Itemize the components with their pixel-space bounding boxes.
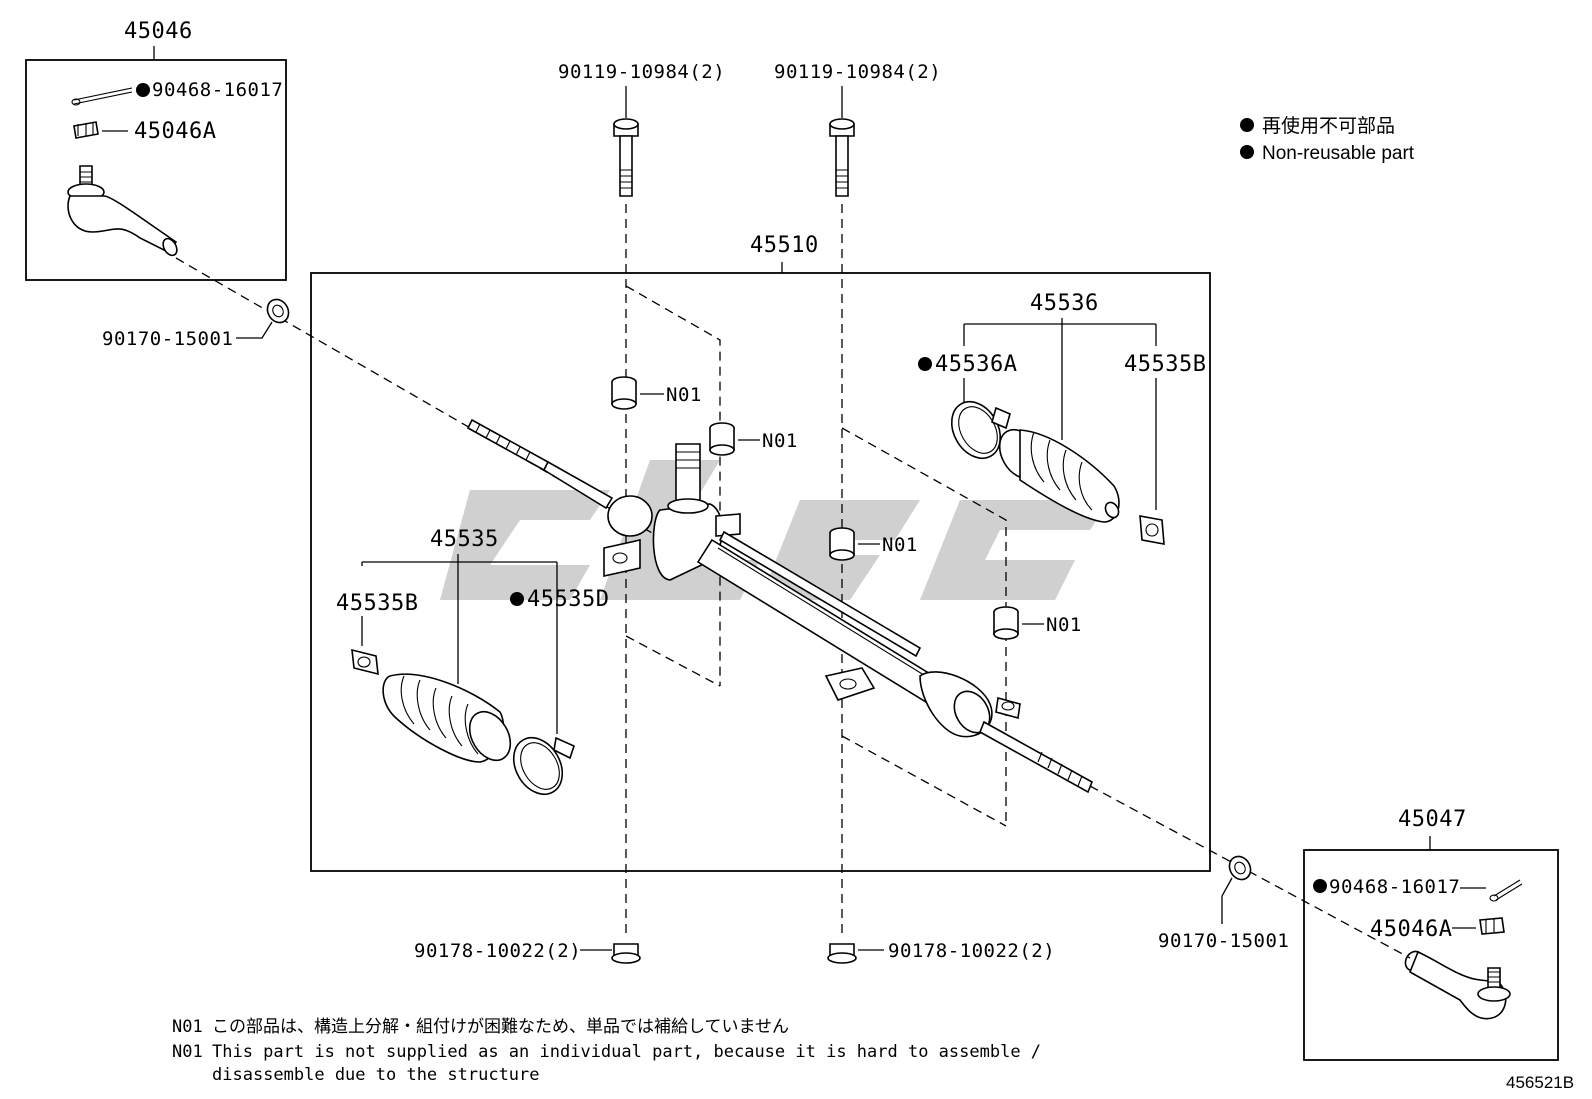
nut-rh [1479,917,1505,935]
tie-end-lh-title: 45046 [124,19,193,44]
boot-rh-clamp-label: 45536A [935,352,1017,377]
lock-nut-left [266,298,290,324]
boot-lh-clip-label: 45535B [336,591,418,616]
assembly-box [310,272,1211,872]
bushing-1-label: N01 [666,384,702,406]
lock-nut-left-label: 90170-15001 [102,328,233,350]
diagram-id: 456521B [1506,1073,1574,1092]
boot-lh-clamp [512,736,575,796]
non-reusable-dot [918,357,932,371]
nut-rh-label: 45046A [1370,917,1452,942]
assembly-label: 45510 [750,233,819,258]
flange-nut-left [611,943,641,964]
note-jp: この部品は、構造上分解・組付けが困難なため、単品では補給していません [212,1017,789,1037]
bushing-2 [709,422,735,456]
legend: 再使用不可部品 Non-reusable part [1240,115,1415,164]
boot-lh-clamp-label: 45535D [527,587,609,612]
lock-nut-right [1228,855,1252,881]
boot-rh-set-label: 45536 [1030,291,1099,316]
nut-bottom-right-label: 90178-10022(2) [888,940,1055,962]
non-reusable-dot [1313,879,1327,893]
boot-rh-clamp [950,400,1011,460]
nut-lh [73,121,99,139]
boot-lh-set-label: 45535 [430,527,499,552]
nut-bottom-left-label: 90178-10022(2) [414,940,581,962]
cotter-pin-rh-label: 90468-16017 [1329,876,1460,898]
cotter-pin-lh-label: 90468-16017 [152,79,283,101]
boot-rh [998,428,1120,523]
bushing-4-label: N01 [1046,614,1082,636]
tie-end-rh-box [1303,849,1559,1061]
boot-rh-clip [1139,515,1165,545]
non-reusable-dot [136,83,150,97]
steering-rack [466,418,1094,794]
non-reusable-dot [510,592,524,606]
bolt-right-label: 90119-10984(2) [774,61,941,83]
note-en-line1: This part is not supplied as an individu… [212,1042,1041,1062]
tie-end-rh-title: 45047 [1398,807,1467,832]
bolt-right [829,118,855,197]
note-code-en: N01 [172,1042,203,1062]
cotter-pin-lh [71,87,133,106]
bushing-3 [829,527,855,561]
flange-nut-right [827,943,857,964]
bushing-4 [993,606,1019,640]
legend-jp: 再使用不可部品 [1262,115,1395,137]
tie-rod-end-lh [67,165,178,257]
bushing-3-label: N01 [882,534,918,556]
legend-en: Non-reusable part [1262,143,1415,164]
boot-lh-clip [351,648,379,676]
nut-lh-label: 45046A [134,119,216,144]
tie-rod-end-rh [1404,950,1511,1020]
bushing-1 [611,376,637,410]
bolt-left [613,118,639,197]
lock-nut-right-label: 90170-15001 [1158,930,1289,952]
tie-end-lh-box [25,59,287,281]
bushing-2-label: N01 [762,430,798,452]
boot-lh [382,673,512,763]
boot-rh-clip-label: 45535B [1124,352,1206,377]
cotter-pin-rh [1489,879,1523,902]
note-en-line2: disassemble due to the structure [212,1065,540,1085]
bolt-left-label: 90119-10984(2) [558,61,725,83]
note-code-jp: N01 [172,1017,203,1037]
